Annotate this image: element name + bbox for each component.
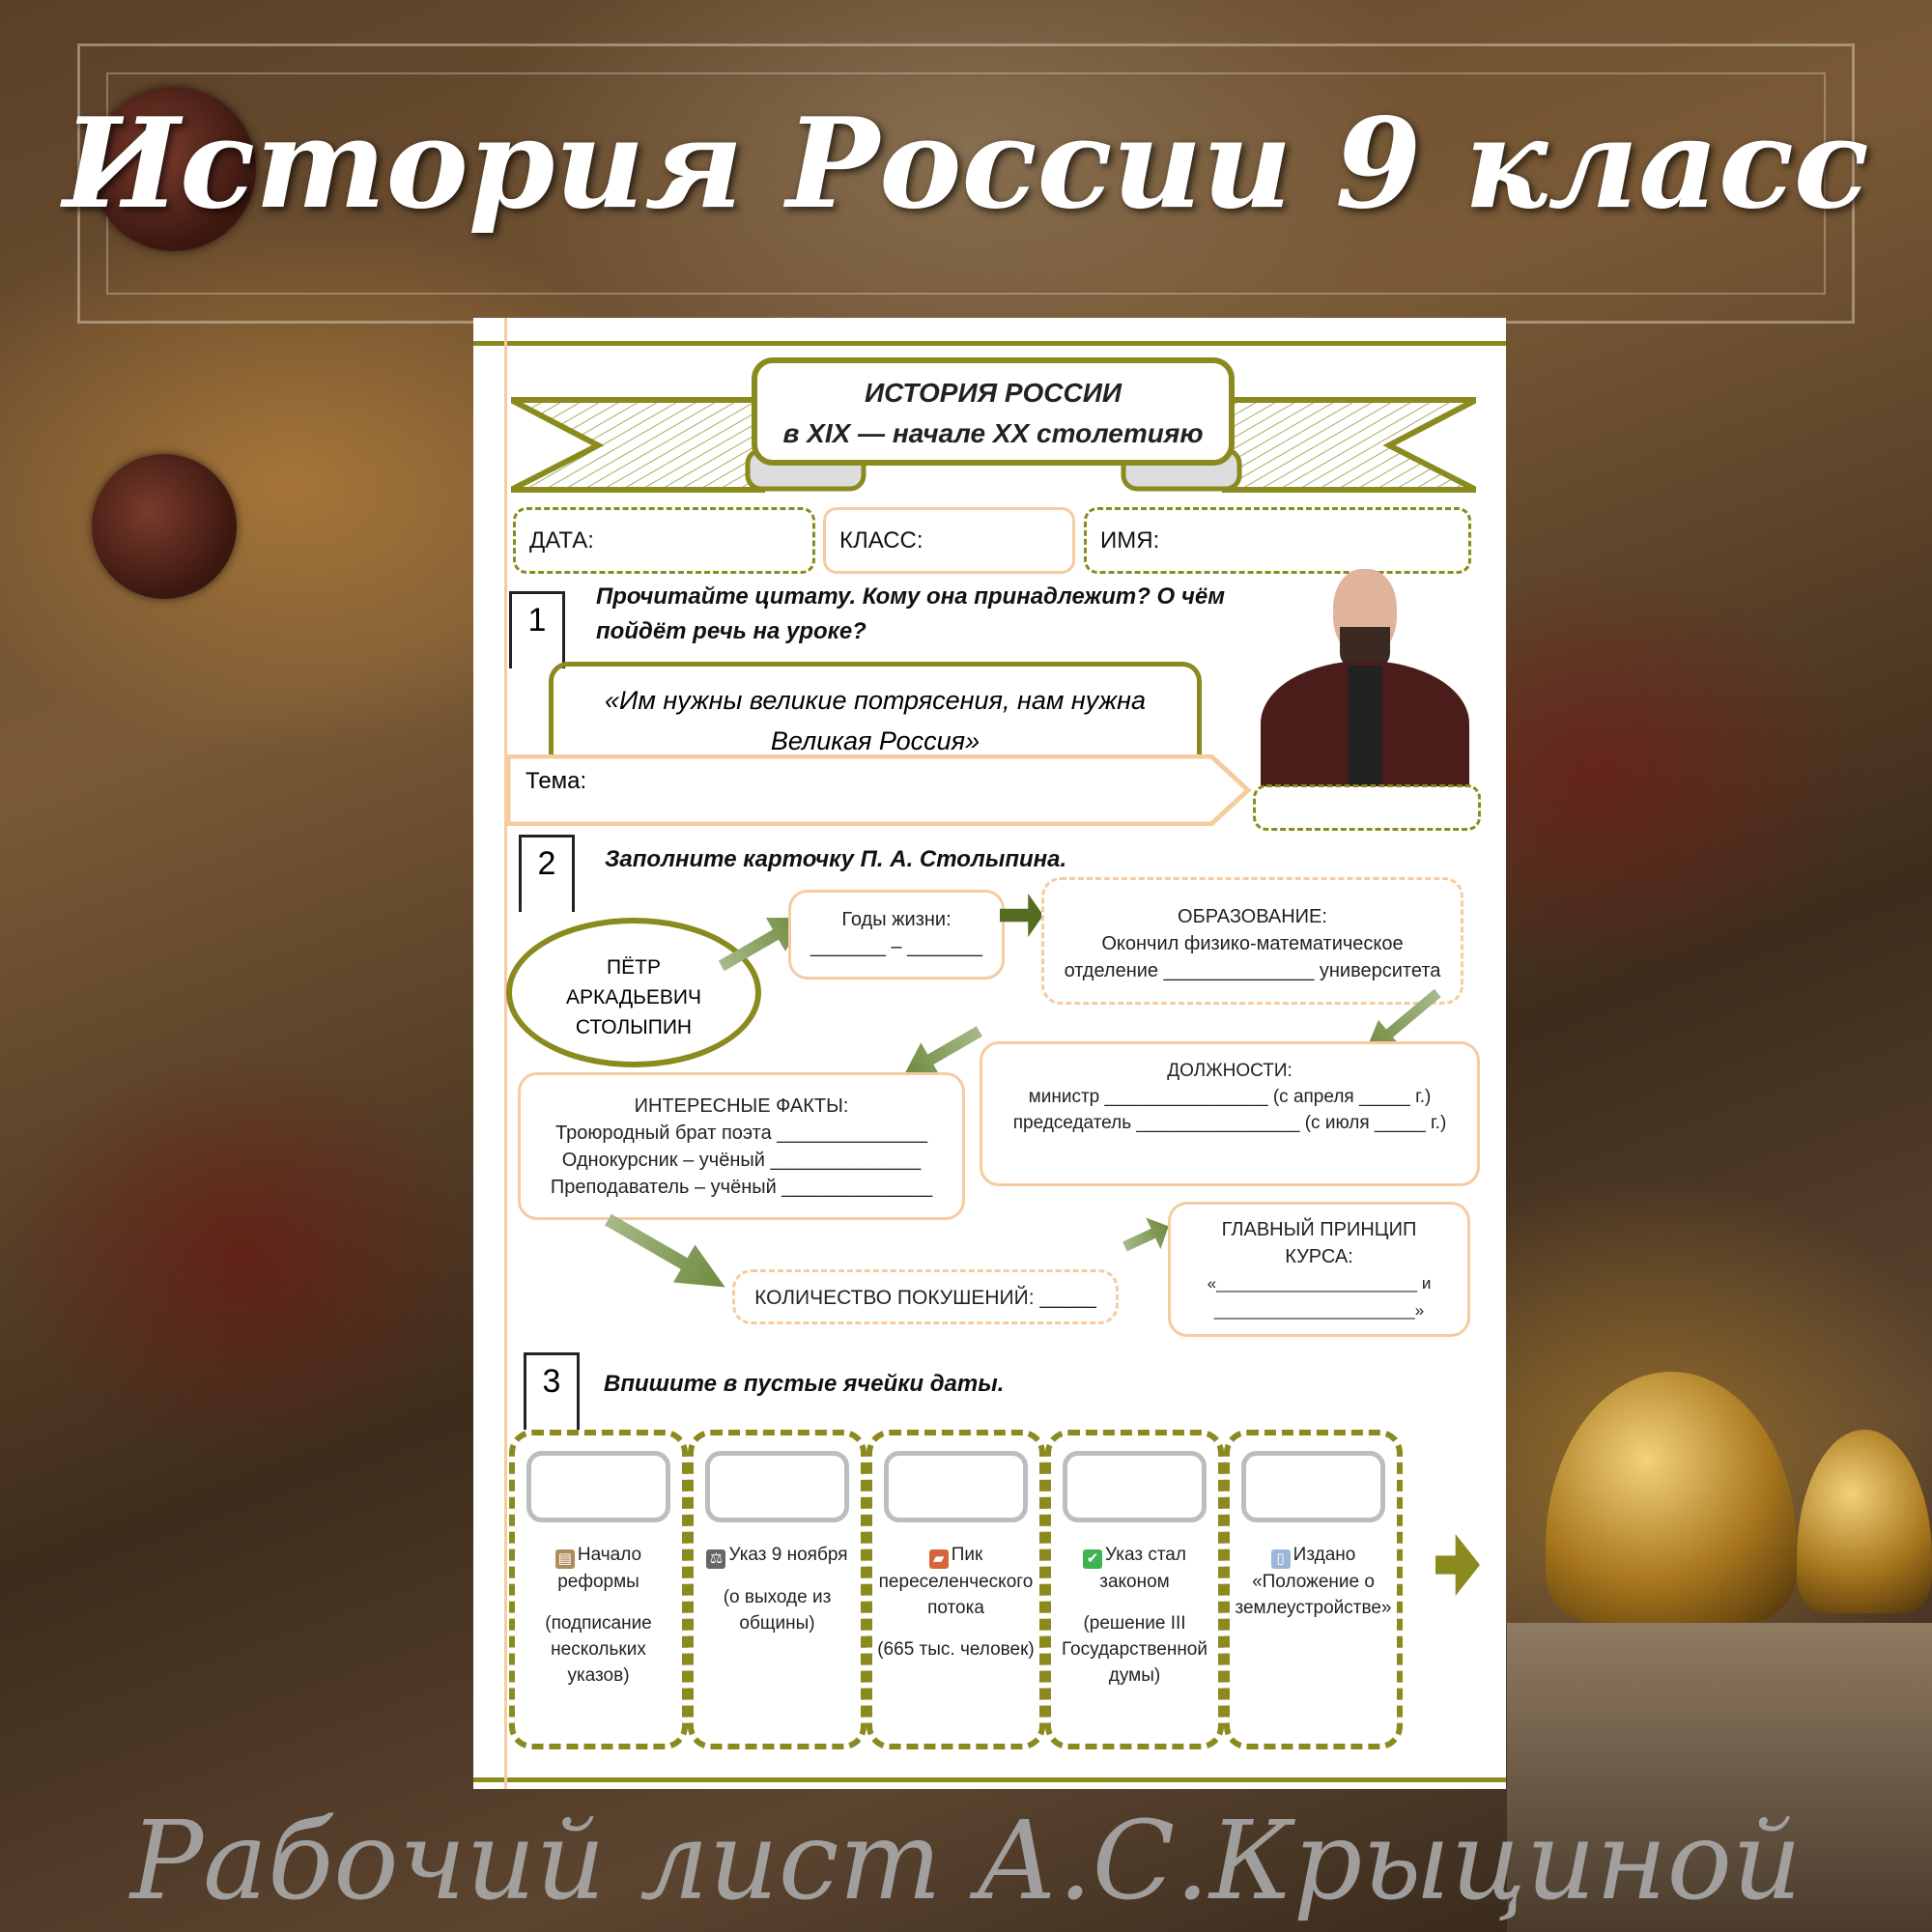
stolypin-portrait (1251, 569, 1479, 786)
task3-prompt: Впишите в пустые ячейки даты. (604, 1371, 1005, 1397)
task1-prompt: Прочитайте цитату. Кому она принадлежит?… (596, 583, 1225, 644)
positions-line2[interactable]: председатель ________________ (с июля __… (1012, 1113, 1447, 1133)
timeline-column: ▤Начало реформы (подписание нескольких у… (509, 1430, 688, 1749)
facts-line3[interactable]: Преподаватель – учёный ______________ (550, 1177, 933, 1198)
golden-dome-icon (1797, 1430, 1932, 1613)
author-answer-field[interactable] (1253, 784, 1481, 831)
date-input-cell[interactable] (705, 1451, 849, 1522)
golden-dome-icon (1546, 1372, 1797, 1623)
event-title-text: Издано «Положение о землеустройстве» (1235, 1545, 1392, 1618)
principle-title2: КУРСА: (1285, 1246, 1353, 1267)
worksheet-header: ИСТОРИЯ РОССИИ в XIX — начале XX столети… (752, 357, 1235, 466)
timeline-column: ▯Издано «Положение о землеустройстве» (1224, 1430, 1403, 1749)
person-first-name: ПЁТР (607, 956, 661, 979)
facts-line2[interactable]: Однокурсник – учёный ______________ (561, 1150, 922, 1171)
person-ellipse: ПЁТР АРКАДЬЕВИЧ СТОЛЫПИН (506, 918, 761, 1067)
positions-line1[interactable]: министр ________________ (с апреля _____… (1028, 1087, 1432, 1107)
bottom-divider (473, 1777, 1506, 1782)
topic-field-outline (506, 754, 1251, 826)
date-input-cell[interactable] (526, 1451, 670, 1522)
event-title: ▯Издано «Положение о землеустройстве» (1234, 1542, 1393, 1621)
timeline-column: ▰Пик переселенческого потока (665 тыс. ч… (867, 1430, 1045, 1749)
task3-bookmark-icon: 3 (524, 1352, 580, 1451)
event-title-text: Начало реформы (557, 1545, 642, 1592)
task2-prompt: Заполните карточку П. А. Столыпина. (605, 846, 1067, 872)
principle-card[interactable]: ГЛАВНЫЙ ПРИНЦИП КУРСА: «________________… (1168, 1202, 1470, 1337)
positions-title: ДОЛЖНОСТИ: (1167, 1061, 1293, 1081)
facts-card[interactable]: ИНТЕРЕСНЫЕ ФАКТЫ: Троюродный брат поэта … (518, 1072, 965, 1220)
watermark: Рабочий лист А.С.Крыциной (129, 1799, 1803, 1924)
principle-title1: ГЛАВНЫЙ ПРИНЦИП (1221, 1219, 1417, 1240)
topic-label: Тема: (526, 768, 587, 794)
book-icon: ▯ (1270, 1549, 1291, 1569)
task1-bookmark-icon: 1 (509, 591, 565, 690)
event-title: ⚖Указ 9 ноября (697, 1542, 857, 1569)
event-title: ▰Пик переселенческого потока (876, 1542, 1036, 1621)
positions-card[interactable]: ДОЛЖНОСТИ: министр ________________ (с а… (980, 1041, 1480, 1186)
principle-line1[interactable]: «______________________ и (1207, 1274, 1432, 1293)
left-margin-line (504, 318, 507, 1789)
education-line2[interactable]: отделение ______________ университета (1064, 960, 1441, 981)
person-surname: СТОЛЫПИН (575, 1016, 693, 1038)
event-note: (подписание нескольких указов) (545, 1613, 652, 1686)
event-title-text: Указ 9 ноября (728, 1545, 848, 1565)
wax-seal-icon (92, 454, 237, 599)
quote-box: «Им нужны великие потрясения, нам нужна … (549, 662, 1202, 755)
event-title: ✔Указ стал законом (1055, 1542, 1214, 1595)
header-line1: ИСТОРИЯ РОССИИ (865, 378, 1122, 408)
event-title-text: Пик переселенческого потока (878, 1545, 1034, 1618)
wax-seal-icon (92, 87, 256, 251)
timeline-column: ⚖Указ 9 ноября (о выходе из общины) (688, 1430, 867, 1749)
person-patronymic: АРКАДЬЕВИЧ (565, 986, 702, 1009)
event-title: ▤Начало реформы (519, 1542, 678, 1595)
check-mark-icon: ✔ (1083, 1549, 1103, 1569)
cover-title: История России 9 класс (63, 92, 1869, 237)
education-card[interactable]: ОБРАЗОВАНИЕ: Окончил физико-математическ… (1041, 877, 1463, 1005)
date-field[interactable]: ДАТА: (513, 507, 815, 574)
train-icon: ▰ (928, 1549, 949, 1569)
quote-line1: «Им нужны великие потрясения, нам нужна (605, 686, 1146, 715)
date-input-cell[interactable] (884, 1451, 1028, 1522)
facts-line1[interactable]: Троюродный брат поэта ______________ (555, 1122, 927, 1144)
years-card[interactable]: Годы жизни: _______ – _______ (788, 890, 1005, 980)
years-blank[interactable]: _______ – _______ (810, 936, 982, 957)
years-title: Годы жизни: (841, 909, 952, 930)
event-note: (665 тыс. человек) (877, 1639, 1035, 1660)
attempts-card[interactable]: КОЛИЧЕСТВО ПОКУШЕНИЙ: _____ (732, 1269, 1119, 1324)
cathedral-wall (1507, 1623, 1932, 1932)
class-field[interactable]: КЛАСС: (823, 507, 1075, 574)
scales-icon: ⚖ (706, 1549, 726, 1569)
principle-line2[interactable]: ______________________» (1213, 1301, 1425, 1320)
name-field[interactable]: ИМЯ: (1084, 507, 1471, 574)
top-divider (473, 341, 1506, 346)
date-input-cell[interactable] (1241, 1451, 1385, 1522)
facts-title: ИНТЕРЕСНЫЕ ФАКТЫ: (634, 1095, 849, 1117)
timeline-column: ✔Указ стал законом (решение III Государс… (1045, 1430, 1224, 1749)
date-input-cell[interactable] (1063, 1451, 1207, 1522)
topic-input[interactable] (599, 758, 1208, 816)
event-note: (решение III Государственной думы) (1062, 1613, 1208, 1686)
header-line2: в XIX — начале XX столетияю (782, 418, 1204, 448)
event-note: (о выходе из общины) (723, 1587, 832, 1634)
event-title-text: Указ стал законом (1099, 1545, 1186, 1592)
education-line1: Окончил физико-математическое (1101, 933, 1404, 954)
education-title: ОБРАЗОВАНИЕ: (1178, 906, 1327, 927)
task2-bookmark-icon: 2 (519, 835, 575, 933)
quote-line2: Великая Россия» (770, 726, 980, 755)
scroll-icon: ▤ (554, 1549, 575, 1569)
